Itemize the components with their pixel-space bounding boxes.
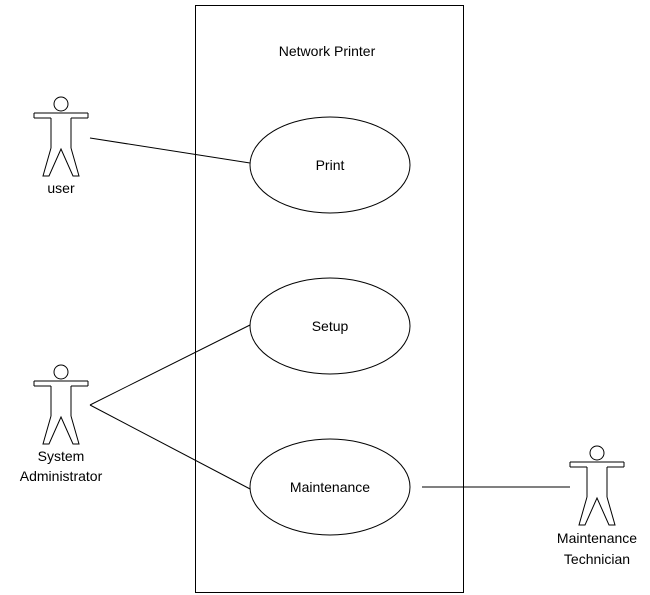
use-case-setup-label: Setup [312, 318, 349, 334]
actor-user-label: user [47, 180, 75, 196]
association-admin-maintenance [89, 404, 253, 491]
actor-user[interactable]: user [33, 96, 89, 196]
use-case-print-label: Print [316, 157, 345, 173]
system-title: Network Printer [279, 43, 376, 59]
actor-maintenance-technician-figure-icon [569, 445, 625, 526]
actor-maintenance-technician-label-line1: Maintenance [557, 530, 637, 546]
use-case-maintenance-label: Maintenance [290, 479, 370, 495]
system-boundary [195, 5, 464, 593]
actor-maintenance-technician-label-line2: Technician [564, 551, 630, 567]
actor-maintenance-technician[interactable]: Maintenance Technician [557, 445, 637, 567]
actor-system-administrator-label-line1: System [38, 448, 85, 464]
use-case-print-ellipse [249, 116, 411, 214]
use-case-setup-ellipse [249, 277, 411, 375]
use-case-print[interactable]: Print [249, 116, 411, 214]
actor-system-administrator-figure-icon [33, 364, 89, 445]
use-case-setup[interactable]: Setup [249, 277, 411, 375]
actor-user-figure-icon [33, 96, 89, 177]
actor-system-administrator[interactable]: System Administrator [20, 364, 103, 484]
use-case-maintenance-ellipse [249, 438, 411, 536]
actor-system-administrator-label-line2: Administrator [20, 468, 103, 484]
association-user-print [89, 137, 251, 164]
use-case-maintenance[interactable]: Maintenance [249, 438, 411, 536]
association-admin-setup [89, 323, 253, 406]
